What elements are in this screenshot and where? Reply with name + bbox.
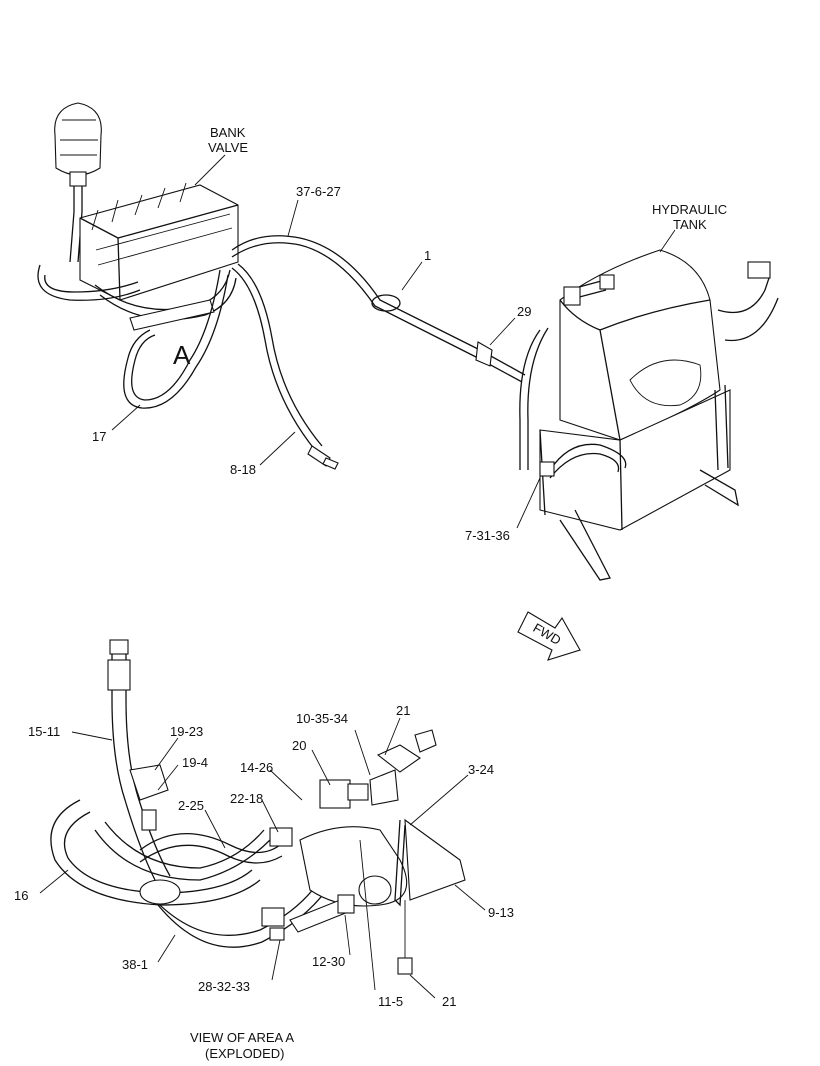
callout-21-top: 21 bbox=[396, 703, 410, 718]
callout-7-31-36: 7-31-36 bbox=[465, 528, 510, 543]
hydraulic-tank bbox=[519, 249, 779, 581]
bank-valve-label-2: VALVE bbox=[208, 140, 248, 155]
callout-9-13: 9-13 bbox=[488, 905, 514, 920]
callout-28-32-33: 28-32-33 bbox=[198, 979, 250, 994]
view-label-2: (EXPLODED) bbox=[205, 1046, 284, 1061]
callout-15-11: 15-11 bbox=[28, 724, 60, 739]
callout-1: 1 bbox=[424, 248, 431, 263]
area-a-label: A bbox=[173, 340, 191, 370]
accumulator bbox=[54, 102, 102, 263]
exploded-view bbox=[50, 639, 466, 975]
callout-37-6-27: 37-6-27 bbox=[296, 184, 341, 199]
callout-14-26: 14-26 bbox=[240, 760, 273, 775]
callout-21-bottom: 21 bbox=[442, 994, 456, 1009]
callout-16: 16 bbox=[14, 888, 28, 903]
callout-29: 29 bbox=[517, 304, 531, 319]
hose-8-18 bbox=[231, 263, 339, 470]
hydraulic-tank-label-1: HYDRAULIC bbox=[652, 202, 727, 217]
callout-10-35-34: 10-35-34 bbox=[296, 711, 348, 726]
bank-valve-label-1: BANK bbox=[210, 125, 246, 140]
callout-12-30: 12-30 bbox=[312, 954, 345, 969]
callout-11-5: 11-5 bbox=[378, 994, 403, 1009]
hydraulic-tank-label-2: TANK bbox=[673, 217, 707, 232]
callout-8-18: 8-18 bbox=[230, 462, 256, 477]
bank-valve bbox=[37, 182, 239, 409]
callout-19-23: 19-23 bbox=[170, 724, 203, 739]
callout-17: 17 bbox=[92, 429, 106, 444]
callout-19-4: 19-4 bbox=[182, 755, 208, 770]
callout-2-25: 2-25 bbox=[178, 798, 204, 813]
line-37-6-27 bbox=[231, 235, 526, 383]
callout-20: 20 bbox=[292, 738, 306, 753]
leader-lines bbox=[39, 154, 676, 999]
callout-3-24: 3-24 bbox=[468, 762, 494, 777]
view-label-1: VIEW OF AREA A bbox=[190, 1030, 294, 1045]
fwd-arrow bbox=[517, 611, 581, 661]
callout-22-18: 22-18 bbox=[230, 791, 263, 806]
callout-38-1: 38-1 bbox=[122, 957, 148, 972]
